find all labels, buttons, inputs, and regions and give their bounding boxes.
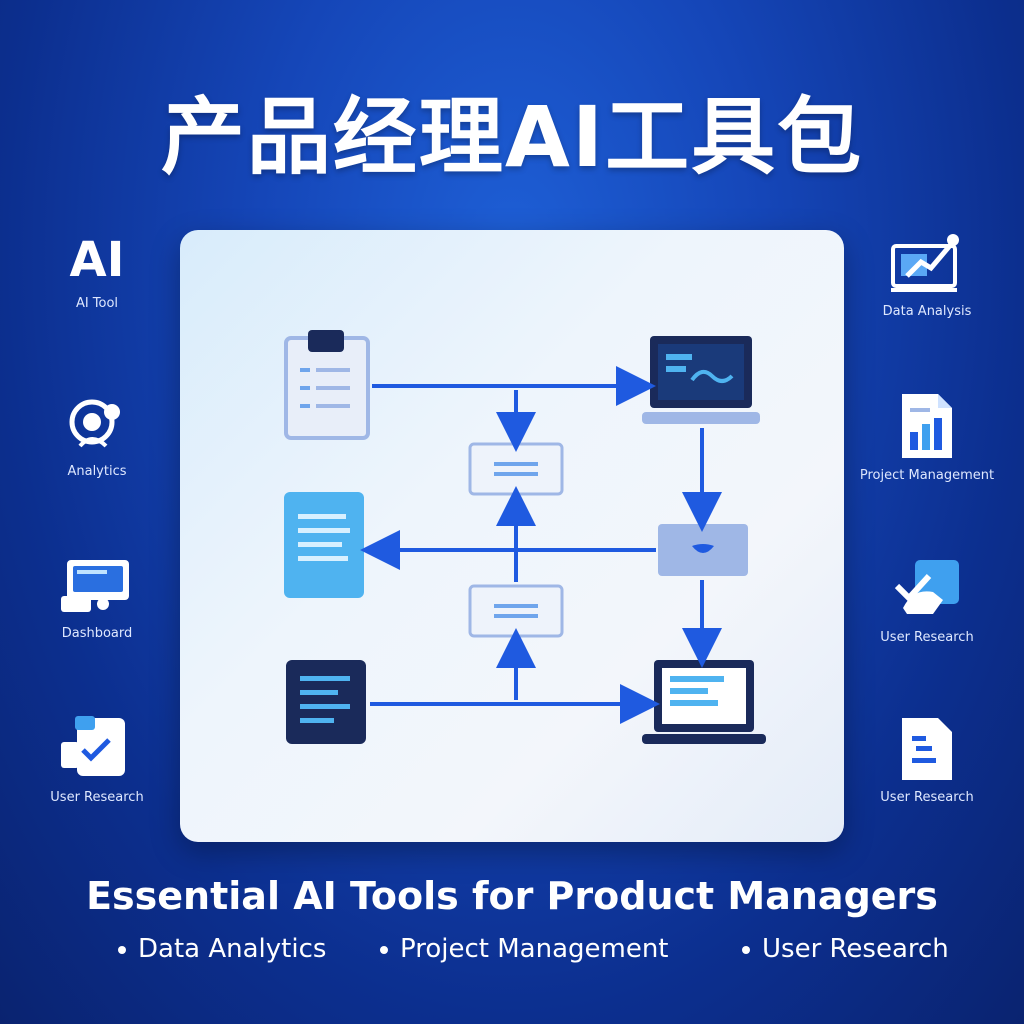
right-item-label: User Research [880, 630, 974, 645]
left-item-label: Dashboard [61, 626, 133, 641]
checklist-icon [61, 716, 125, 776]
right-item-label: Data Analysis [882, 304, 972, 319]
ai-text-icon: AI [69, 232, 125, 288]
bullet-text: Data Analytics [138, 934, 327, 964]
process-card [468, 584, 564, 638]
bullet-list: Data Analytics Project Management User R… [0, 934, 1024, 974]
notes-document-icon [902, 718, 952, 780]
left-item-analytics[interactable]: Analytics [22, 392, 172, 479]
laptop-chart-icon [642, 336, 760, 424]
bullet-item: Project Management [380, 934, 669, 964]
feedback-card-icon [658, 524, 748, 576]
left-item-label: Analytics [67, 464, 127, 479]
right-item-label: User Research [880, 790, 974, 805]
subtitle: Essential AI Tools for Product Managers [86, 874, 938, 918]
clipboard-icon [284, 330, 370, 440]
document-chart-icon [902, 394, 952, 458]
bullet-dot-icon [742, 945, 750, 954]
bullet-item: Data Analytics [118, 934, 326, 964]
process-card [468, 442, 564, 496]
card-line [494, 614, 538, 618]
card-line [494, 604, 538, 608]
left-item-label: User Research [50, 790, 144, 805]
left-item-label: AI Tool [75, 296, 119, 311]
right-item-data-analysis[interactable]: Data Analysis [852, 232, 1002, 319]
card-line [494, 472, 538, 476]
workflow-panel [180, 230, 844, 842]
bullet-text: Project Management [400, 934, 669, 964]
page-title: 产品经理AI工具包 [160, 88, 864, 186]
document-card-icon [284, 492, 364, 598]
bullet-dot-icon [380, 945, 388, 954]
analytics-person-icon [69, 399, 120, 448]
right-item-label: Project Management [859, 468, 995, 483]
left-item-dashboard[interactable]: Dashboard [22, 556, 172, 641]
bullet-text: User Research [762, 934, 949, 964]
dark-document-icon [286, 660, 366, 744]
right-item-user-research-1[interactable]: User Research [852, 556, 1002, 645]
left-item-user-research[interactable]: User Research [22, 716, 172, 805]
card-line [494, 462, 538, 466]
workflow-arrows [360, 366, 722, 724]
left-item-ai-tool[interactable]: AI AI Tool [22, 232, 172, 311]
chart-pen-icon [891, 234, 959, 292]
bullet-item: User Research [742, 934, 949, 964]
bullet-dot-icon [118, 945, 126, 954]
checkbox-hand-icon [894, 560, 959, 614]
right-item-project-management[interactable]: Project Management [852, 392, 1002, 483]
monitor-dashboard-icon [61, 560, 129, 612]
laptop-dashboard-icon [642, 660, 766, 744]
right-item-user-research-2[interactable]: User Research [852, 716, 1002, 805]
workflow-diagram [284, 330, 766, 744]
